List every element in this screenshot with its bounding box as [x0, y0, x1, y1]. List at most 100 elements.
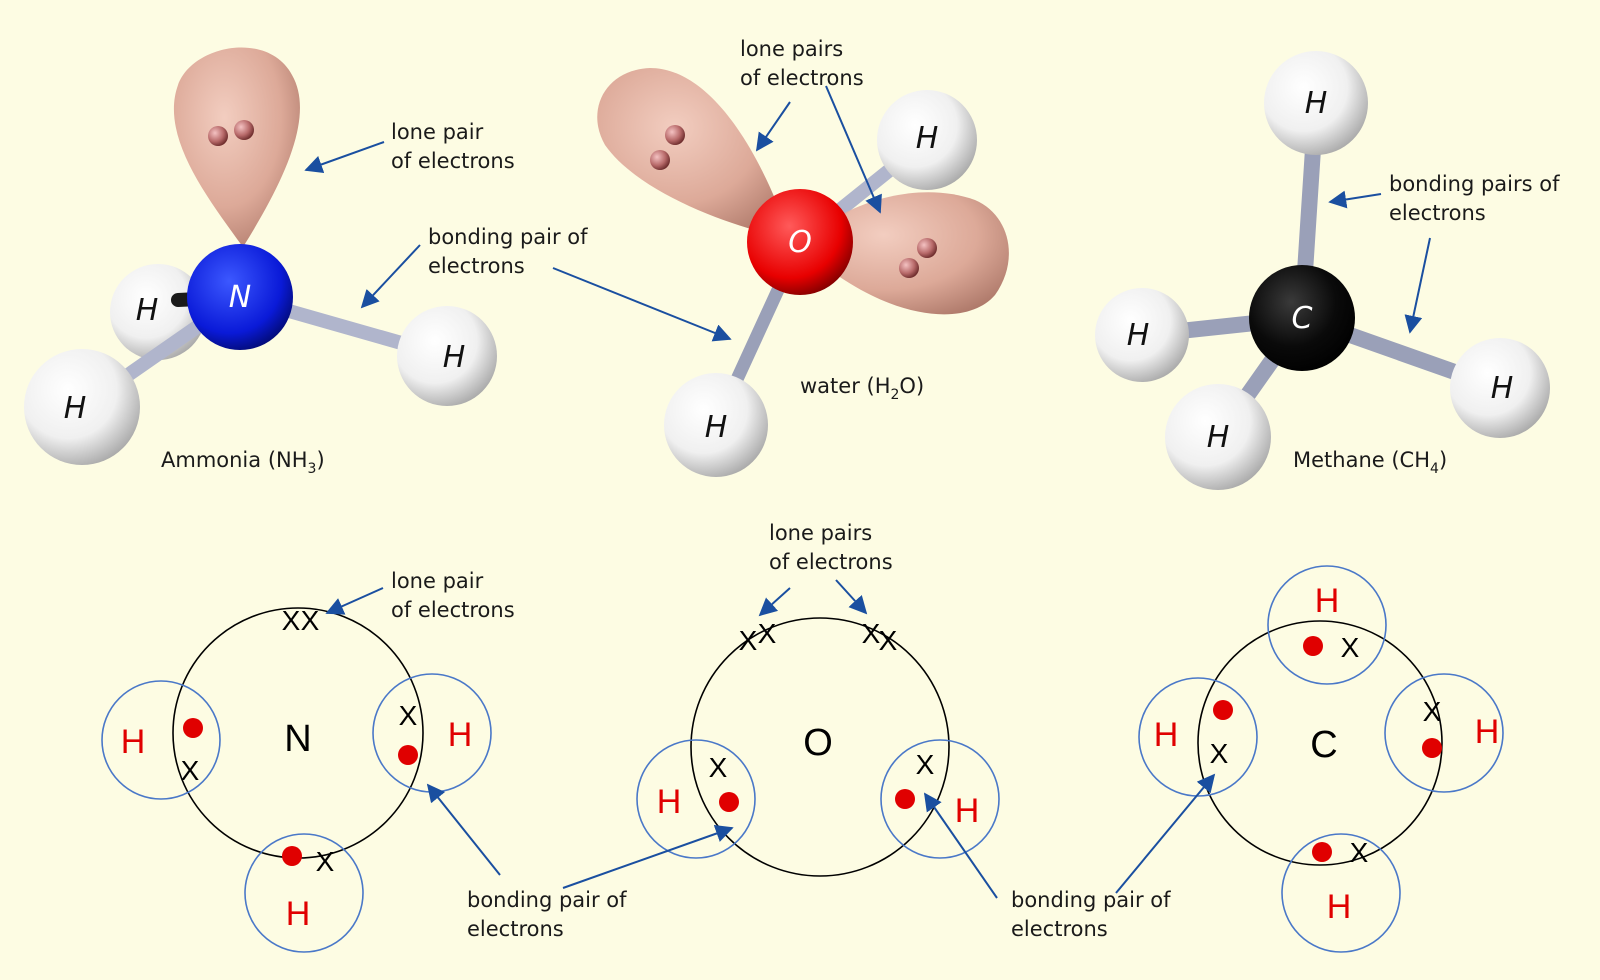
hydrogen-symbol: H — [955, 792, 980, 830]
hydrogen-atom — [1165, 384, 1271, 490]
hydrogen-symbol: H — [1315, 582, 1340, 620]
methane-dot-cross-diagram: C H H H H X X X X — [1138, 565, 1504, 953]
annotation-label: bonding pairs of — [1389, 172, 1560, 196]
annotation-label: of electrons — [769, 550, 893, 574]
electron-dot — [719, 792, 739, 812]
lone-pair-lobe — [597, 68, 790, 238]
annotation-label: bonding pair of — [467, 888, 627, 912]
hydrogen-symbol: H — [1207, 420, 1230, 455]
hydrogen-symbol: H — [1475, 713, 1500, 751]
annotation-label: electrons — [428, 254, 525, 278]
annotation-label: of electrons — [391, 598, 515, 622]
annotation-label: lone pair — [391, 569, 484, 593]
hydrogen-shell — [1138, 677, 1258, 797]
electron-dot — [899, 258, 919, 278]
electron-dot — [208, 126, 228, 146]
electron-dot — [1213, 700, 1233, 720]
electron-dot — [1422, 738, 1442, 758]
annotation-arrow — [552, 267, 732, 342]
electron-cross: X — [709, 752, 728, 783]
electron-cross: X — [758, 618, 777, 649]
hydrogen-symbol: H — [1491, 371, 1514, 406]
hydrogen-atom — [877, 90, 977, 190]
hydrogen-symbol: H — [121, 723, 146, 761]
hydrogen-atom — [24, 349, 140, 465]
electron-cross: X — [316, 846, 335, 877]
electron-cross: X — [399, 700, 418, 731]
electron-dot — [665, 125, 685, 145]
electron-cross: X — [1423, 696, 1442, 727]
hydrogen-symbol: H — [916, 121, 939, 156]
electron-dot — [650, 150, 670, 170]
annotation-arrow — [562, 824, 734, 889]
nitrogen-atom — [187, 244, 293, 350]
annotation-arrow — [1115, 773, 1216, 894]
hydrogen-shell — [1384, 673, 1504, 793]
electron-dot — [1312, 842, 1332, 862]
methane-3d-model: C H H H H — [1095, 51, 1550, 490]
annotation-label: lone pair — [391, 120, 484, 144]
electron-cross: X — [916, 749, 935, 780]
lone-pair-lobe — [800, 192, 1009, 315]
hydrogen-symbol: H — [657, 783, 682, 821]
methane-caption: Methane (CH4) — [1293, 448, 1447, 477]
annotation-arrow — [1328, 190, 1382, 209]
hydrogen-shell — [244, 833, 364, 953]
electron-dot — [895, 789, 915, 809]
hydrogen-atom — [397, 306, 497, 406]
oxygen-symbol: O — [803, 722, 833, 764]
annotation-arrow — [825, 85, 882, 214]
electron-cross: X — [1341, 632, 1360, 663]
hydrogen-symbol: H — [136, 293, 159, 328]
annotation-label: lone pairs — [769, 521, 872, 545]
annotation-label: bonding pair of — [1011, 888, 1171, 912]
annotation-arrow — [426, 783, 501, 876]
annotation-arrow — [1404, 237, 1431, 334]
hydrogen-symbol: H — [443, 340, 466, 375]
hydrogen-symbol: H — [1127, 318, 1150, 353]
carbon-atom — [1249, 265, 1355, 371]
electron-dot — [234, 120, 254, 140]
hydrogen-atom — [1450, 338, 1550, 438]
hydrogen-symbol: H — [286, 895, 311, 933]
water-dot-cross-diagram: O H H X X X X X X — [636, 617, 1000, 877]
carbon-symbol: C — [1292, 301, 1313, 336]
electron-cross: X — [301, 605, 320, 636]
annotation-arrow — [304, 141, 385, 173]
hydrogen-symbol: H — [705, 410, 728, 445]
water-3d-model: O H H — [597, 68, 1009, 477]
hydrogen-shell — [880, 739, 1000, 859]
annotation-label: bonding pair of — [428, 225, 588, 249]
hydrogen-symbol: H — [64, 391, 87, 426]
nitrogen-symbol: N — [284, 718, 311, 760]
electron-cross: X — [879, 625, 898, 656]
ammonia-caption: Ammonia (NH3) — [161, 448, 325, 477]
annotation-arrow — [758, 587, 791, 617]
electron-cross: X — [1350, 837, 1369, 868]
hydrogen-shell — [1267, 565, 1387, 685]
hydrogen-atom — [1095, 288, 1189, 382]
hydrogen-shell — [101, 680, 221, 800]
carbon-symbol: C — [1310, 724, 1337, 766]
annotation-label: lone pairs — [740, 37, 843, 61]
oxygen-shell — [690, 617, 950, 877]
nitrogen-symbol: N — [229, 280, 251, 315]
annotation-label: electrons — [1389, 201, 1486, 225]
annotation-arrow — [923, 792, 998, 899]
electron-cross: X — [282, 605, 301, 636]
ammonia-dot-cross-diagram: N H H H X X X X X — [101, 605, 492, 953]
electron-cross: X — [181, 755, 200, 786]
annotation-arrow — [325, 587, 384, 615]
annotation-label: electrons — [467, 917, 564, 941]
ammonia-3d-model: N H H H — [24, 47, 497, 465]
hydrogen-symbol: H — [1305, 86, 1328, 121]
hydrogen-symbol: H — [1327, 888, 1352, 926]
electron-cross: X — [1210, 738, 1229, 769]
annotation-label: of electrons — [391, 149, 515, 173]
annotation-arrow — [360, 244, 421, 309]
electron-dot — [917, 238, 937, 258]
electron-cross: X — [739, 625, 758, 656]
electron-dot — [1303, 636, 1323, 656]
electron-dot — [398, 745, 418, 765]
